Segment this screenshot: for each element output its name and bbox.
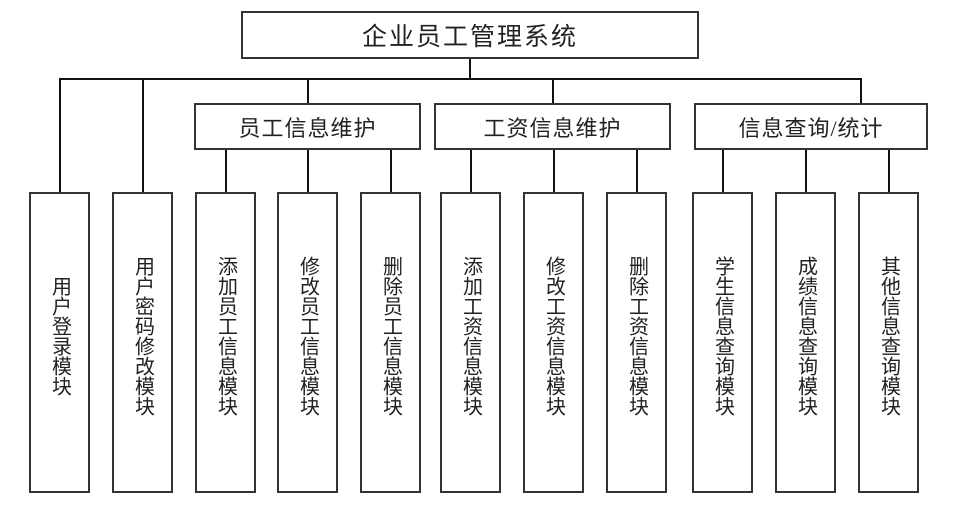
leaf-node-delete-salary-info-module[interactable]: 删除工资信息模块 (606, 192, 667, 493)
leaf-node-label: 成绩信息查询模块 (794, 256, 817, 416)
connector-group-2-to-leaf-6 (470, 150, 472, 192)
leaf-node-label: 删除工资信息模块 (625, 256, 648, 416)
leaf-node-edit-employee-info-module[interactable]: 修改员工信息模块 (277, 192, 338, 493)
connector-bus-to-group-3 (860, 78, 862, 103)
connector-group-1-to-leaf-4 (307, 150, 309, 192)
leaf-node-label: 用户登录模块 (48, 276, 71, 396)
connector-bus-to-group-2 (552, 78, 554, 103)
group-node-label: 工资信息维护 (483, 115, 622, 141)
group-node-label: 信息查询/统计 (738, 115, 884, 141)
leaf-node-label: 添加工资信息模块 (459, 256, 482, 416)
leaf-node-label: 学生信息查询模块 (711, 256, 734, 416)
connector-bus-to-group-1 (307, 78, 309, 103)
connector-group-3-to-leaf-11 (888, 150, 890, 192)
connector-main-bus (59, 78, 862, 80)
group-node-info-query-statistics[interactable]: 信息查询/统计 (694, 103, 928, 150)
root-node-enterprise-employee-management-system[interactable]: 企业员工管理系统 (241, 11, 699, 59)
leaf-node-label: 其他信息查询模块 (877, 256, 900, 416)
connector-root-stem (469, 59, 471, 79)
group-node-employee-info-maintenance[interactable]: 员工信息维护 (194, 103, 421, 150)
connector-group-3-to-leaf-9 (722, 150, 724, 192)
connector-group-1-to-leaf-5 (390, 150, 392, 192)
leaf-node-add-employee-info-module[interactable]: 添加员工信息模块 (195, 192, 256, 493)
leaf-node-label: 修改员工信息模块 (296, 256, 319, 416)
connector-group-1-to-leaf-3 (225, 150, 227, 192)
connector-group-3-to-leaf-10 (805, 150, 807, 192)
leaf-node-label: 用户密码修改模块 (131, 256, 154, 416)
leaf-node-add-salary-info-module[interactable]: 添加工资信息模块 (440, 192, 501, 493)
connector-group-2-to-leaf-8 (636, 150, 638, 192)
group-node-salary-info-maintenance[interactable]: 工资信息维护 (434, 103, 671, 150)
leaf-node-score-info-query-module[interactable]: 成绩信息查询模块 (775, 192, 836, 493)
connector-group-2-to-leaf-7 (553, 150, 555, 192)
connector-bus-to-leaf-2 (142, 78, 144, 192)
root-node-label: 企业员工管理系统 (361, 24, 578, 51)
leaf-node-label: 添加员工信息模块 (214, 256, 237, 416)
leaf-node-label: 删除员工信息模块 (379, 256, 402, 416)
leaf-node-delete-employee-info-module[interactable]: 删除员工信息模块 (360, 192, 421, 493)
leaf-node-user-login-module[interactable]: 用户登录模块 (29, 192, 90, 493)
connector-bus-to-leaf-1 (59, 78, 61, 192)
leaf-node-user-password-change-module[interactable]: 用户密码修改模块 (112, 192, 173, 493)
group-node-label: 员工信息维护 (238, 115, 377, 141)
leaf-node-other-info-query-module[interactable]: 其他信息查询模块 (858, 192, 919, 493)
leaf-node-edit-salary-info-module[interactable]: 修改工资信息模块 (523, 192, 584, 493)
leaf-node-label: 修改工资信息模块 (542, 256, 565, 416)
leaf-node-student-info-query-module[interactable]: 学生信息查询模块 (692, 192, 753, 493)
